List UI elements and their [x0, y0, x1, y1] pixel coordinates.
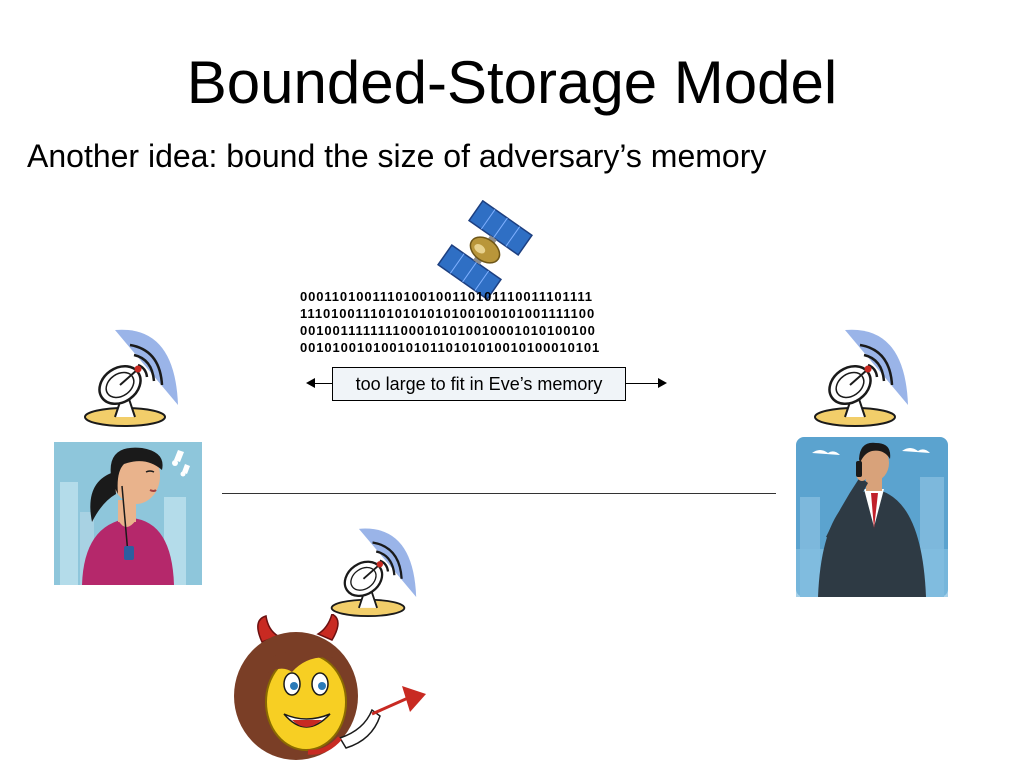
channel-line — [222, 493, 776, 494]
devil-emoticon-illustration — [234, 614, 426, 760]
bit-line: 0010011111111000101010010001010100100 — [300, 323, 596, 338]
businessman-on-phone-illustration — [796, 437, 948, 597]
satellite-dish-icon — [84, 329, 178, 427]
satellite-dish-icon — [814, 329, 908, 427]
arrow-right-icon — [658, 378, 667, 388]
bit-stream: 0001101001110100100110101110011101111 11… — [300, 288, 666, 356]
satellite-dish-icon — [330, 528, 417, 617]
bit-line: 0001101001110100100110101110011101111 — [300, 289, 593, 304]
arrow-right-line — [626, 383, 660, 384]
satellite-icon — [437, 200, 533, 300]
memory-note-box: too large to fit in Eve’s memory — [332, 367, 626, 401]
bit-line: 1110100111010101010100100101001111100 — [300, 306, 596, 321]
bit-line: 0010100101001010110101010010100010101 — [300, 340, 601, 355]
arrow-left-icon — [306, 378, 315, 388]
slide-subtitle: Another idea: bound the size of adversar… — [27, 138, 767, 174]
slide-title: Bounded-Storage Model — [186, 49, 838, 116]
arrow-left-line — [308, 383, 332, 384]
woman-with-earphones-illustration — [54, 442, 202, 585]
